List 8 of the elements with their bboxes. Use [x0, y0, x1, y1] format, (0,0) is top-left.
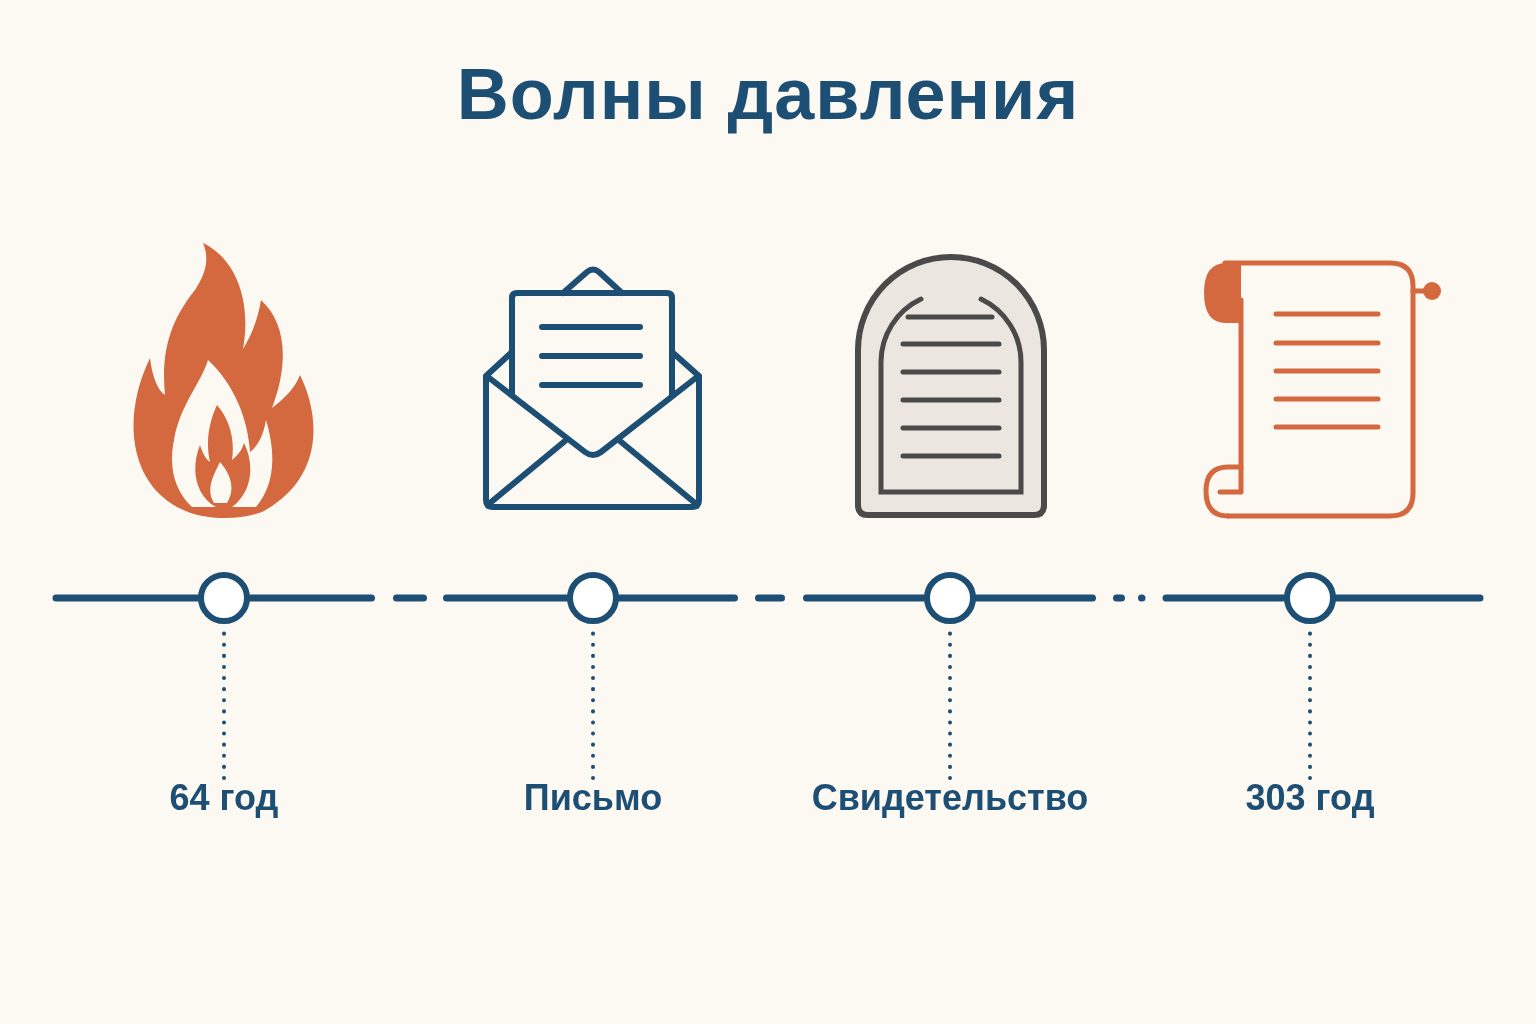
timeline-marker — [567, 572, 619, 624]
event-label: Письмо — [523, 778, 663, 818]
event-label: 303 год — [1245, 778, 1375, 818]
timeline-marker — [924, 572, 976, 624]
event-label: Свидетельство — [811, 778, 1089, 818]
timeline-marker — [1284, 572, 1336, 624]
timeline-marker — [198, 572, 250, 624]
event-label: 64 год — [169, 778, 279, 818]
